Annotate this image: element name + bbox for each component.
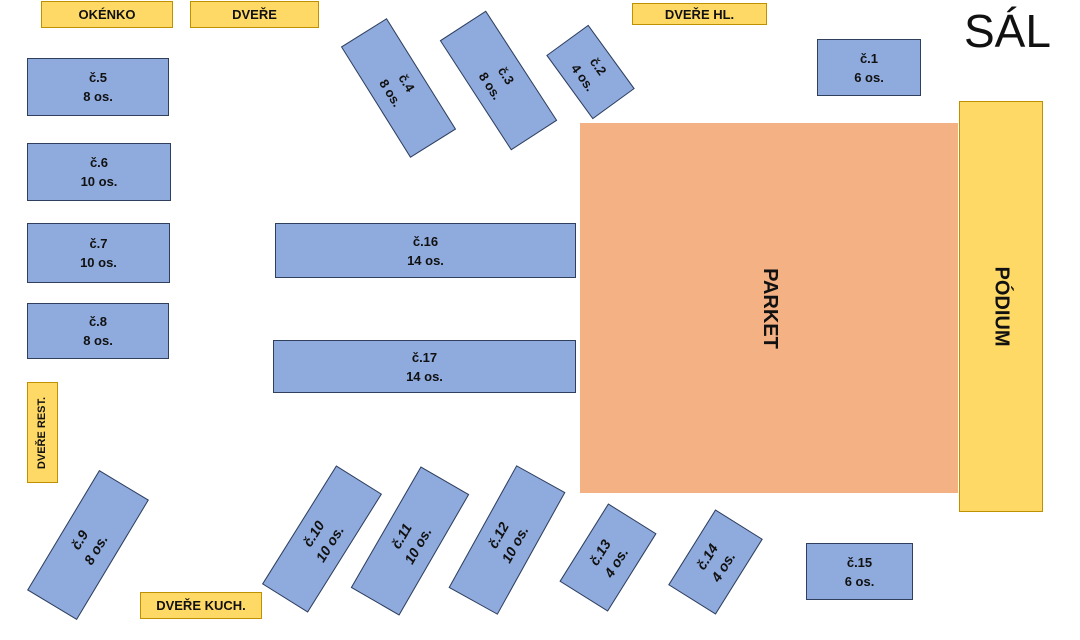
table-number: č.17 (411, 349, 438, 365)
table-7[interactable]: č.7 10 os. (27, 223, 170, 283)
table-seats: 10 os. (80, 174, 118, 189)
table-number: č.7 (89, 236, 108, 251)
door-restroom: DVEŘE REST. (27, 382, 58, 483)
table-6[interactable]: č.6 10 os. (27, 143, 171, 201)
dance-floor: PARKET (580, 123, 958, 493)
table-number: č.6 (89, 155, 109, 170)
table-seats: 8 os. (83, 89, 113, 104)
hall-title: SÁL (964, 5, 1051, 57)
table-16[interactable]: č.16 14 os. (275, 223, 576, 278)
door-kitchen: DVEŘE KUCH. (140, 592, 262, 619)
table-seats: 6 os. (844, 573, 875, 589)
door-main: DVEŘE HL. (632, 3, 767, 25)
table-1[interactable]: č.1 6 os. (817, 39, 921, 96)
door-okenko: OKÉNKO (41, 1, 173, 28)
table-seats: 10 os. (80, 255, 117, 270)
table-number: č.16 (412, 233, 439, 249)
table-5[interactable]: č.5 8 os. (27, 58, 169, 116)
dance-floor-label: PARKET (758, 267, 781, 349)
table-number: č.5 (88, 70, 108, 85)
table-number: č.1 (859, 50, 879, 66)
stage-label: PÓDIUM (990, 266, 1013, 347)
table-15[interactable]: č.15 6 os. (806, 543, 913, 600)
door-dvere: DVEŘE (190, 1, 319, 28)
table-number: č.15 (846, 554, 873, 570)
table-number: č.8 (88, 314, 108, 329)
table-17[interactable]: č.17 14 os. (273, 340, 576, 393)
table-seats: 14 os. (407, 252, 444, 268)
table-8[interactable]: č.8 8 os. (27, 303, 169, 359)
door-restroom-label: DVEŘE REST. (36, 396, 49, 469)
table-seats: 14 os. (406, 368, 443, 384)
table-seats: 6 os. (854, 69, 884, 85)
stage: PÓDIUM (959, 101, 1043, 512)
table-seats: 8 os. (83, 333, 113, 348)
